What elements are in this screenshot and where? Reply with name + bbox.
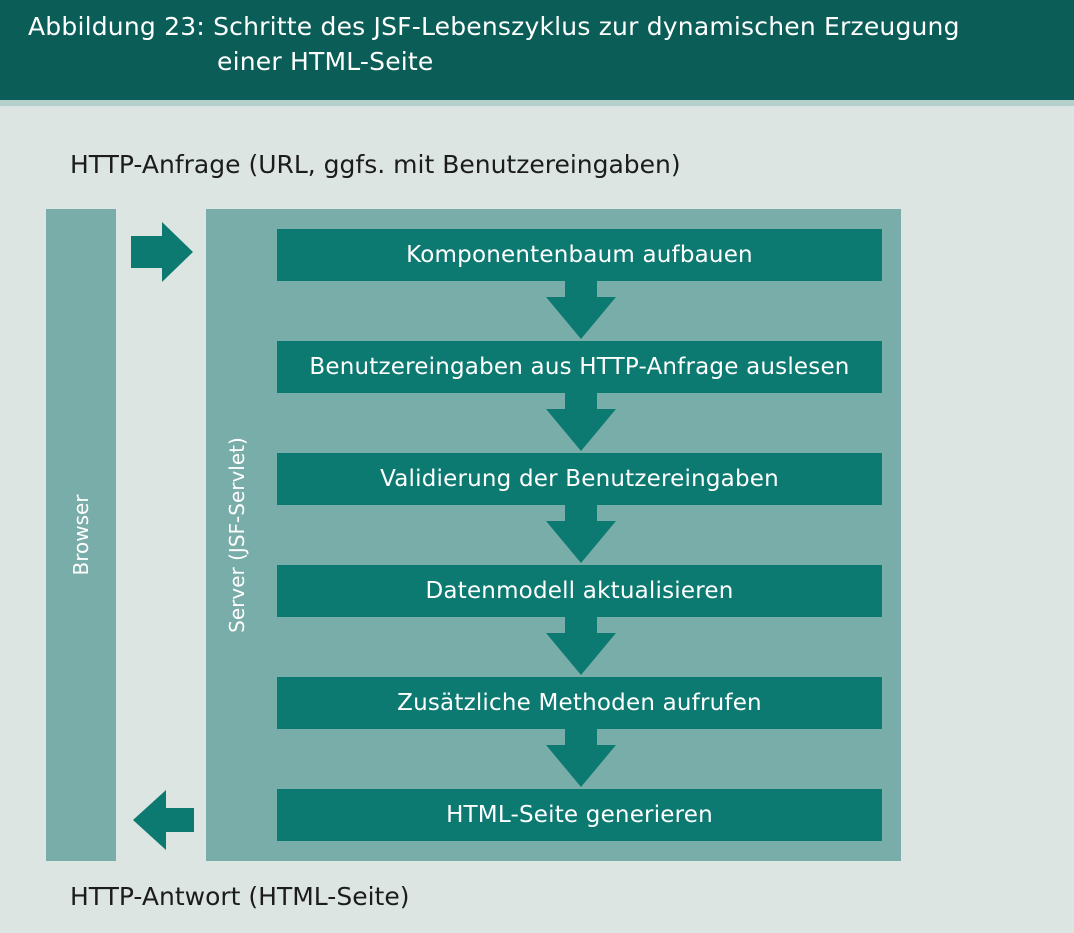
step-build-component-tree: Komponentenbaum aufbauen <box>277 229 882 281</box>
step-invoke-methods: Zusätzliche Methoden aufrufen <box>277 677 882 729</box>
response-arrow-icon <box>133 790 194 850</box>
request-arrow-icon <box>131 222 193 282</box>
http-request-label: HTTP-Anfrage (URL, ggfs. mit Benutzerein… <box>70 150 681 179</box>
figure-caption-line-1: Abbildung 23: Schritte des JSF-Lebenszyk… <box>28 12 960 41</box>
server-label: Server (JSF-Servlet) <box>225 437 249 633</box>
figure-caption-line-2: einer HTML-Seite <box>217 47 434 76</box>
step-read-user-input: Benutzereingaben aus HTTP-Anfrage ausles… <box>277 341 882 393</box>
server-panel <box>206 209 901 861</box>
step-render-html-page: HTML-Seite generieren <box>277 789 882 841</box>
http-response-label: HTTP-Antwort (HTML-Seite) <box>70 882 410 911</box>
browser-lane <box>46 209 116 861</box>
figure-header: Abbildung 23: Schritte des JSF-Lebenszyk… <box>0 0 1074 106</box>
browser-label: Browser <box>69 494 93 576</box>
step-update-data-model: Datenmodell aktualisieren <box>277 565 882 617</box>
step-validate-user-input: Validierung der Benutzereingaben <box>277 453 882 505</box>
